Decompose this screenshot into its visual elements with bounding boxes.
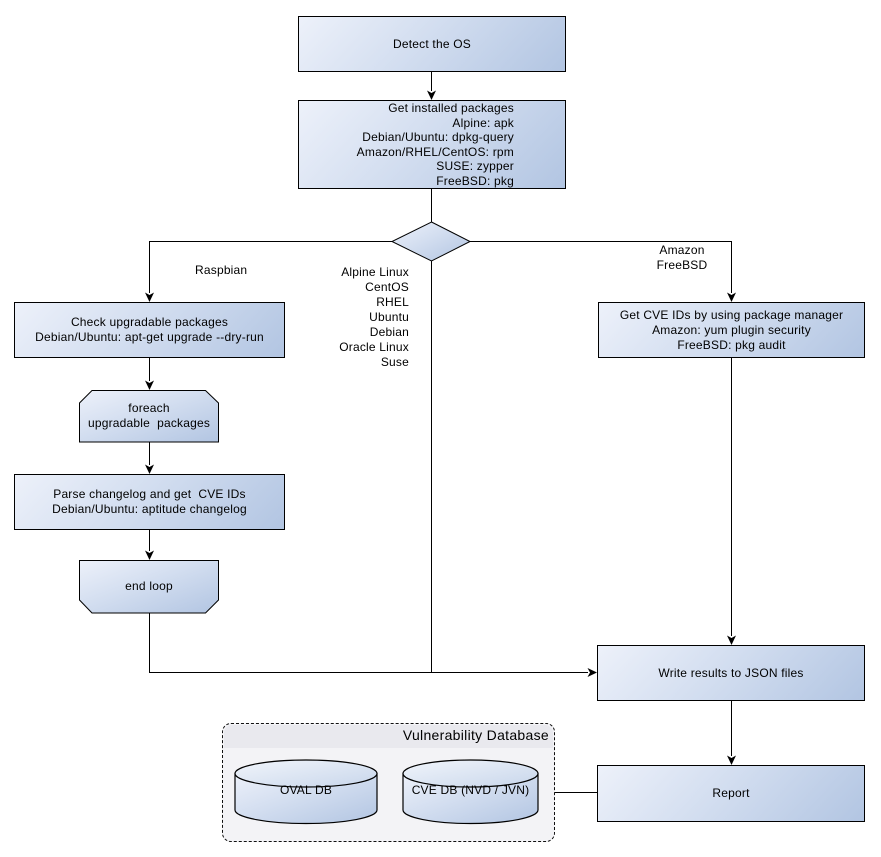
connector-endloop-to-write-results bbox=[149, 613, 588, 673]
node-get-installed-packages: Get installed packages Alpine: apk Debia… bbox=[298, 100, 566, 189]
node-check-upgradable-packages: Check upgradable packages Debian/Ubuntu:… bbox=[14, 302, 285, 358]
connector-decision-to-get-cve-ids bbox=[470, 241, 732, 293]
connectors bbox=[149, 72, 732, 793]
cve-db-cylinder-top bbox=[402, 759, 539, 788]
arrowhead-into-write-results-left bbox=[587, 668, 597, 677]
arrowhead-into-packages bbox=[427, 90, 436, 100]
node-get-cve-ids: Get CVE IDs by using package manager Ama… bbox=[598, 302, 865, 358]
cve-db-cylinder bbox=[402, 759, 539, 825]
node-write-results: Write results to JSON files bbox=[597, 645, 865, 701]
node-detect-os: Detect the OS bbox=[298, 16, 566, 72]
vulnerability-database-title: Vulnerability Database bbox=[402, 727, 549, 743]
edge-label-os-list: Alpine Linux CentOS RHEL Ubuntu Debian O… bbox=[339, 265, 409, 369]
cve-db-label: CVE DB (NVD / JVN) bbox=[411, 782, 530, 797]
oval-db-cylinder-body bbox=[234, 772, 378, 825]
edge-label-amazon-freebsd: Amazon FreeBSD bbox=[656, 243, 708, 272]
foreach-loop-shape bbox=[79, 390, 219, 443]
foreach-loop-label: foreach upgradable packages bbox=[87, 401, 211, 430]
node-parse-changelog: Parse changelog and get CVE IDs Debian/U… bbox=[14, 474, 285, 530]
oval-db-cylinder-top bbox=[234, 759, 378, 788]
end-loop-shape bbox=[79, 560, 219, 614]
arrowheads bbox=[145, 90, 736, 765]
oval-db-cylinder bbox=[234, 759, 378, 825]
arrowhead-into-parse bbox=[145, 464, 154, 474]
arrowhead-into-write-results-top bbox=[727, 635, 736, 645]
decision-diamond bbox=[390, 221, 472, 262]
arrowhead-into-report bbox=[727, 755, 736, 765]
arrowhead-into-foreach bbox=[145, 380, 154, 390]
edge-label-raspbian: Raspbian bbox=[195, 263, 248, 277]
cve-db-cylinder-body bbox=[402, 772, 539, 825]
arrowhead-into-check-upgradable bbox=[145, 292, 154, 302]
vulnerability-database-title-band bbox=[224, 725, 553, 748]
connector-decision-to-check-upgradable bbox=[149, 241, 392, 293]
arrowhead-into-endloop bbox=[145, 550, 154, 560]
node-report: Report bbox=[597, 765, 865, 822]
arrowhead-into-get-cve-ids bbox=[727, 292, 736, 302]
oval-db-label: OVAL DB bbox=[279, 782, 333, 797]
end-loop-label: end loop bbox=[125, 579, 173, 593]
